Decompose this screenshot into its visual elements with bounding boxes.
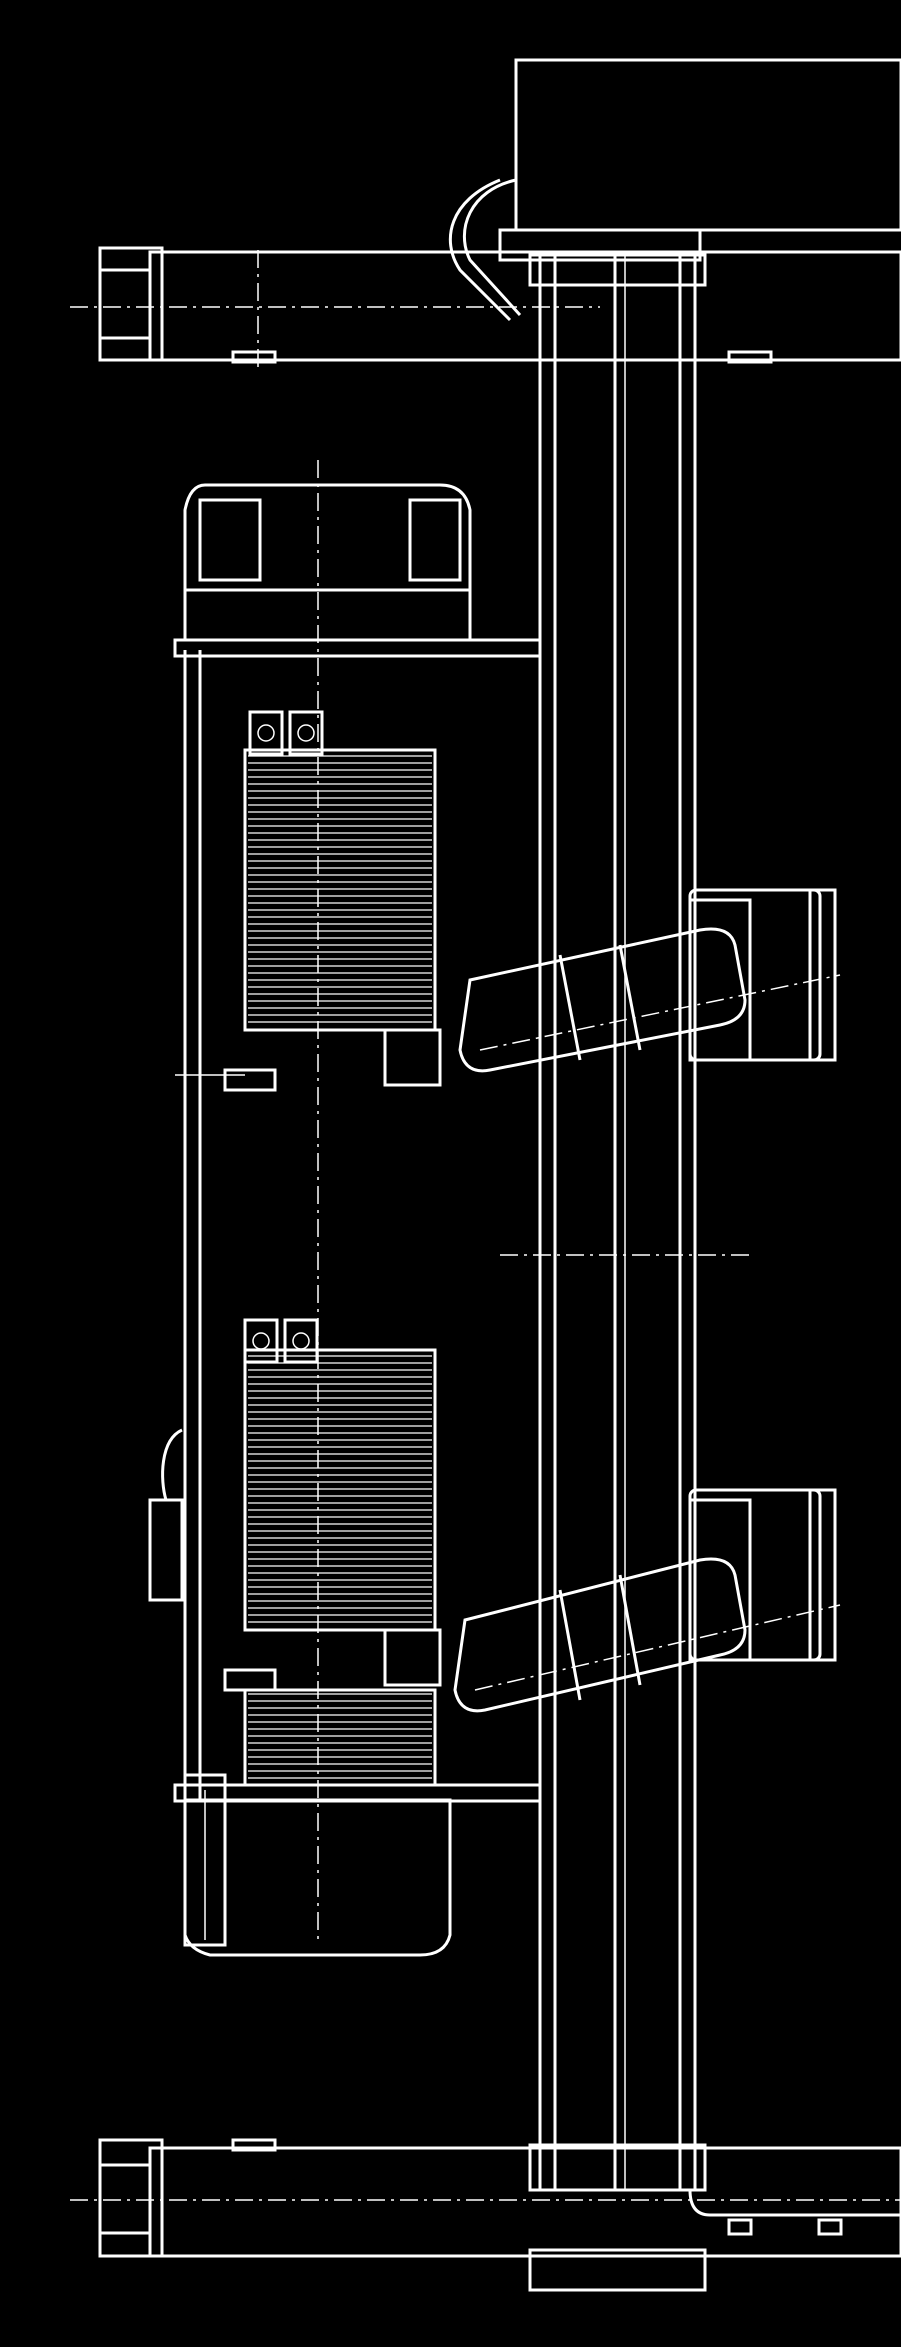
top-end-carriage <box>70 246 901 370</box>
top-housing <box>448 58 901 322</box>
lower-hook-block <box>453 1488 841 1713</box>
hoist-frame <box>173 638 542 1803</box>
main-girder <box>528 253 707 2192</box>
lower-motor <box>183 1773 452 1957</box>
control-box <box>148 1428 184 1602</box>
upper-motor <box>183 460 472 1940</box>
upper-drum <box>223 710 442 1092</box>
bottom-end-carriage <box>70 2138 901 2292</box>
lower-drum <box>223 1318 442 1787</box>
upper-hook-block <box>458 888 841 1073</box>
